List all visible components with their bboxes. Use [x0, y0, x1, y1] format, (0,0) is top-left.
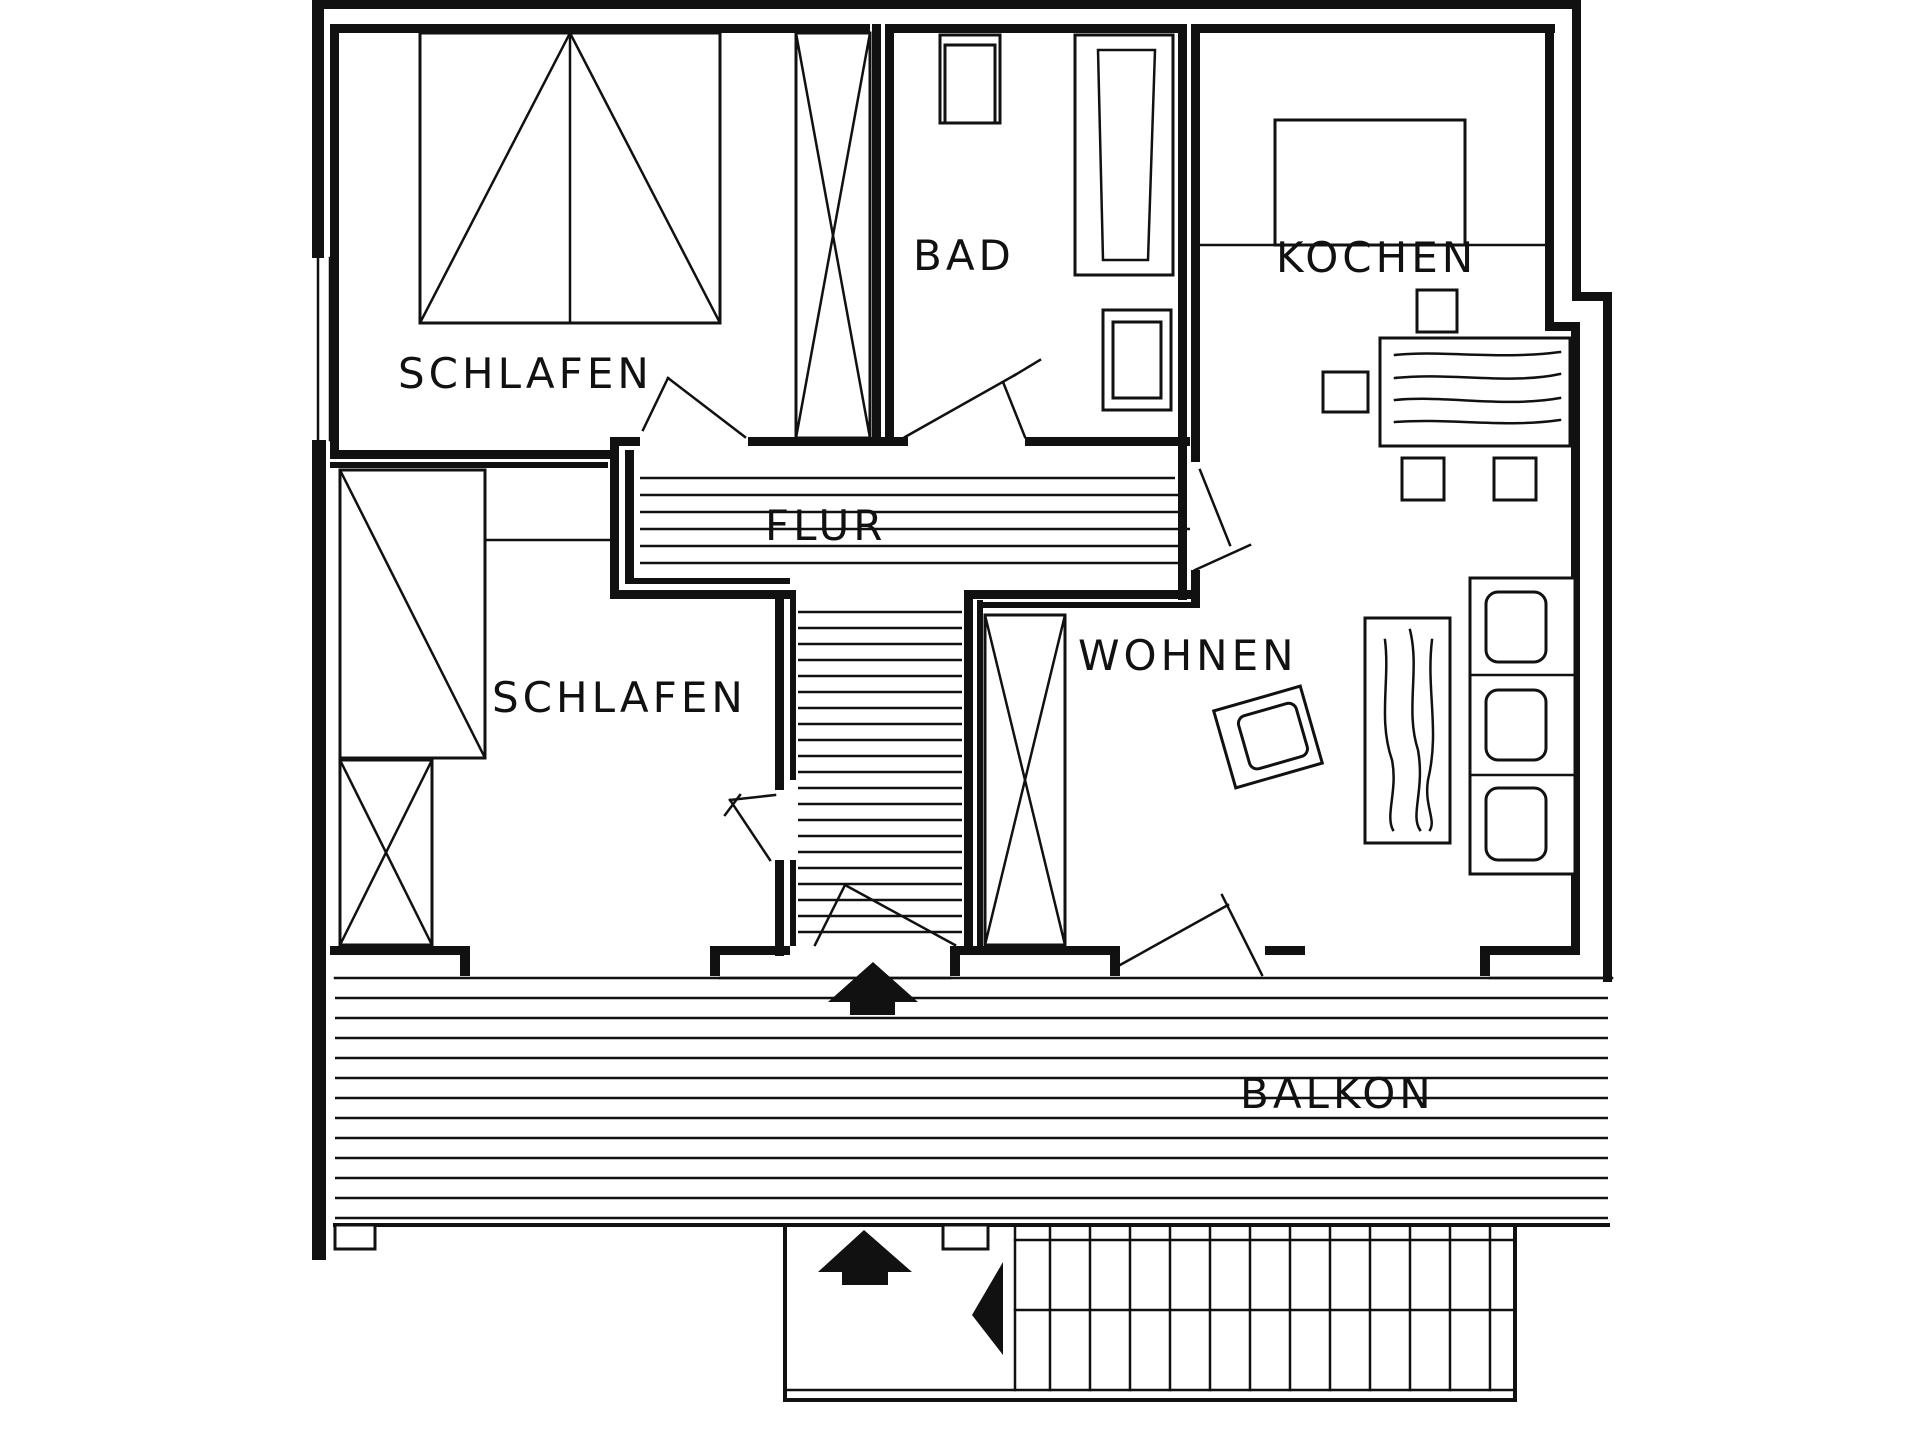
toilet: [938, 33, 1002, 125]
door-flur-wohnen: [1193, 468, 1252, 572]
bed-schlafen-1: [418, 31, 722, 325]
dining-table: [1378, 336, 1572, 448]
coffee-table: [1363, 616, 1452, 845]
interior-walls: [330, 24, 1200, 956]
chairs-kochen: [1321, 288, 1538, 502]
door-entrance: [813, 883, 957, 947]
wardrobe-wohnen: [983, 613, 1067, 947]
balcony-hatching: [333, 996, 1610, 1251]
room-label-schlafen-1: SCHLAFEN: [398, 349, 653, 398]
wardrobe-schlafen-1: [794, 31, 872, 440]
flur-hatching: [640, 476, 1190, 934]
room-label-wohnen: WOHNEN: [1078, 631, 1298, 680]
room-label-schlafen-2: SCHLAFEN: [492, 673, 747, 722]
room-label-balkon: BALKON: [1240, 1069, 1435, 1118]
door-bad: [903, 358, 1042, 439]
room-label-kochen: KOCHEN: [1276, 233, 1477, 282]
bathtub: [1073, 33, 1175, 277]
room-label-bad: BAD: [913, 231, 1015, 280]
sofa: [1468, 576, 1577, 876]
external-stair: [783, 1223, 1517, 1402]
wardrobe-schlafen-2: [338, 758, 434, 947]
door-wohnen-balcony: [1118, 893, 1264, 977]
room-label-flur: FLUR: [765, 501, 886, 550]
door-schlafen-2: [723, 793, 777, 862]
armchair: [1211, 684, 1325, 790]
bed-schlafen-2: [338, 468, 487, 760]
washbasin: [1101, 308, 1173, 412]
kitchen-counter: [1198, 118, 1547, 247]
entrance-arrow-lower: [818, 1230, 912, 1285]
door-schlafen-1: [641, 376, 747, 439]
entrance-arrow-upper: [828, 962, 918, 1015]
